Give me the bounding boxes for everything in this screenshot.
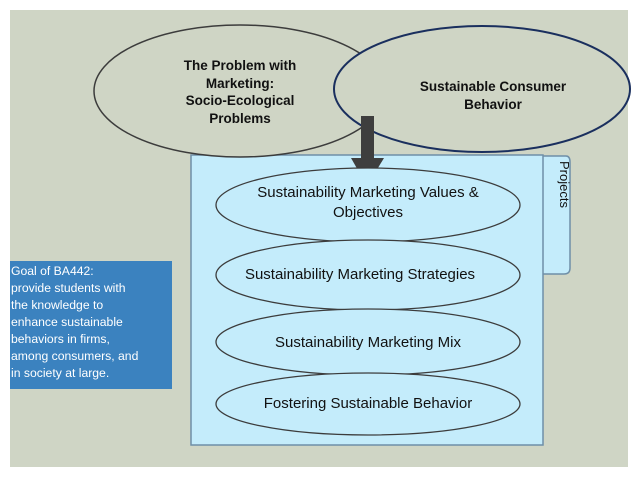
problem-label: The Problem with Marketing: Socio-Ecolog… xyxy=(183,58,297,126)
consumer-label: Sustainable Consumer Behavior xyxy=(419,79,567,112)
layer-values-label: Sustainability Marketing Values & Object… xyxy=(257,184,479,221)
goal-box: Goal of BA442: provide students with the… xyxy=(10,261,172,389)
layer-behavior-label: Fostering Sustainable Behavior xyxy=(263,395,473,412)
layer-behavior-ellipse xyxy=(215,372,521,436)
consumer-ellipse xyxy=(333,25,631,153)
arrow-shaft xyxy=(361,116,374,158)
layer-strategies-label: Sustainability Marketing Strategies xyxy=(244,266,476,283)
projects-tab-label: Projects xyxy=(557,160,572,208)
layer-mix-label: Sustainability Marketing Mix xyxy=(275,334,461,351)
